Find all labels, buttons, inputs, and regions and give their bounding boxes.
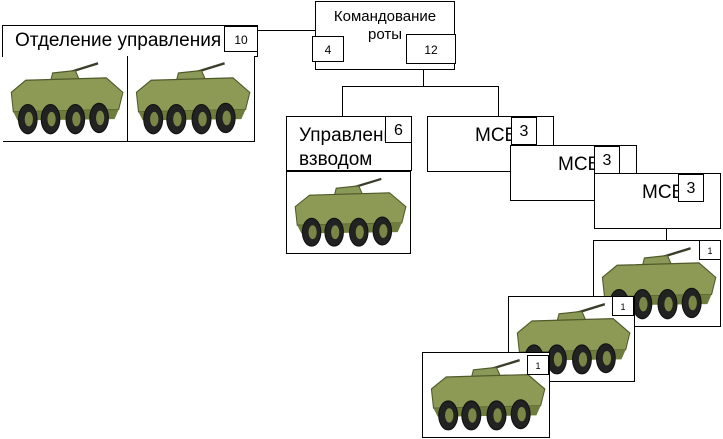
- control-section-number: 10: [224, 26, 258, 52]
- msv-label: МСВ: [475, 125, 518, 146]
- msv-number: 3: [594, 146, 620, 174]
- connector-line: [498, 86, 499, 116]
- company-command-right-number: 12: [406, 34, 456, 64]
- msv-label: МСВ: [642, 182, 685, 203]
- connector-line: [342, 86, 343, 116]
- platoon-control-title-line2: взводом: [299, 149, 373, 170]
- platoon-control-title-line1: Управлени: [299, 125, 395, 146]
- connector-line: [258, 30, 315, 31]
- apc-image: [128, 56, 255, 142]
- apc-image: [3, 56, 128, 142]
- company-command-title: Командование роты: [333, 8, 437, 43]
- msv-number: 3: [511, 117, 537, 145]
- connector-line: [666, 229, 667, 241]
- connector-line: [342, 86, 499, 87]
- company-command-left-number: 4: [312, 36, 344, 62]
- vehicle-number: 1: [527, 355, 549, 375]
- platoon-control-number: 6: [385, 116, 412, 143]
- btr-apc-icon: [287, 172, 410, 253]
- msv-label: МСВ: [558, 154, 601, 175]
- connector-line: [423, 70, 424, 86]
- vehicle-number: 1: [612, 296, 634, 316]
- vehicle-number: 1: [699, 240, 721, 260]
- msv-number: 3: [678, 174, 704, 202]
- control-section-title: Отделение управления: [15, 30, 222, 51]
- control-section-box: Отделение управления: [2, 25, 258, 57]
- apc-image: [286, 171, 411, 254]
- btr-apc-icon: [128, 56, 254, 141]
- btr-apc-icon: [3, 56, 127, 141]
